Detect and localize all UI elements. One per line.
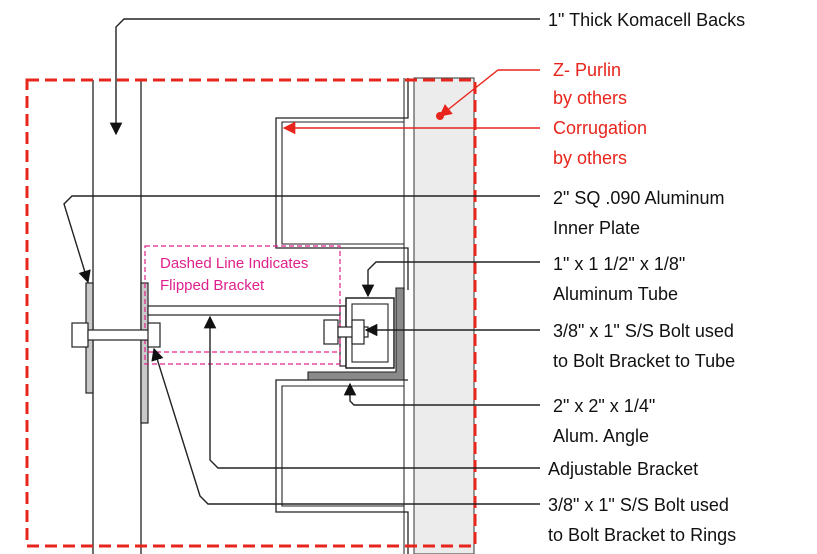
aluminum-angle xyxy=(307,287,405,381)
label-bolt-rings-2: to Bolt Bracket to Rings xyxy=(548,525,736,545)
zpurlin-dot xyxy=(436,112,444,120)
label-corrugation-2: by others xyxy=(553,148,627,168)
bolt-rings xyxy=(71,322,161,348)
label-tube-2: Aluminum Tube xyxy=(553,284,678,304)
leader-komacell xyxy=(109,18,540,136)
corrugation-profile-lower-inner xyxy=(281,385,404,507)
label-komacell: 1" Thick Komacell Backs xyxy=(548,10,745,30)
label-plate-2: Inner Plate xyxy=(553,218,640,238)
adjustable-bracket-arm xyxy=(147,305,345,316)
detail-boundary xyxy=(25,78,477,548)
leader-tube xyxy=(361,261,540,298)
label-angle-2: Alum. Angle xyxy=(553,426,649,446)
corrugation-profile xyxy=(275,78,409,290)
label-bolt-tube-2: to Bolt Bracket to Tube xyxy=(553,351,735,371)
flipped-bracket-dashed xyxy=(144,245,341,365)
label-dashed-note-1: Dashed Line Indicates xyxy=(160,255,308,272)
label-corrugation-1: Corrugation xyxy=(553,118,647,138)
label-zpurlin-2: by others xyxy=(553,88,627,108)
label-tube-1: 1" x 1 1/2" x 1/8" xyxy=(553,254,685,274)
label-adjustable: Adjustable Bracket xyxy=(548,459,698,479)
leader-bolt-rings xyxy=(151,347,540,505)
corrugation-profile-inner xyxy=(281,121,404,245)
corrugation-profile-lower xyxy=(275,379,409,554)
label-bolt-tube-1: 3/8" x 1" S/S Bolt used xyxy=(553,321,734,341)
bolt-tube xyxy=(323,319,369,345)
leader-inner-plate xyxy=(63,195,540,284)
leader-angle xyxy=(343,382,540,406)
label-dashed-note-2: Flipped Bracket xyxy=(160,277,265,294)
leader-adjustable xyxy=(203,315,540,469)
label-plate-1: 2" SQ .090 Aluminum xyxy=(553,188,724,208)
z-purlin-wall xyxy=(413,77,475,554)
label-zpurlin-1: Z- Purlin xyxy=(553,60,621,80)
label-angle-1: 2" x 2" x 1/4" xyxy=(553,396,655,416)
label-bolt-rings-1: 3/8" x 1" S/S Bolt used xyxy=(548,495,729,515)
leader-zpurlin xyxy=(439,69,540,117)
